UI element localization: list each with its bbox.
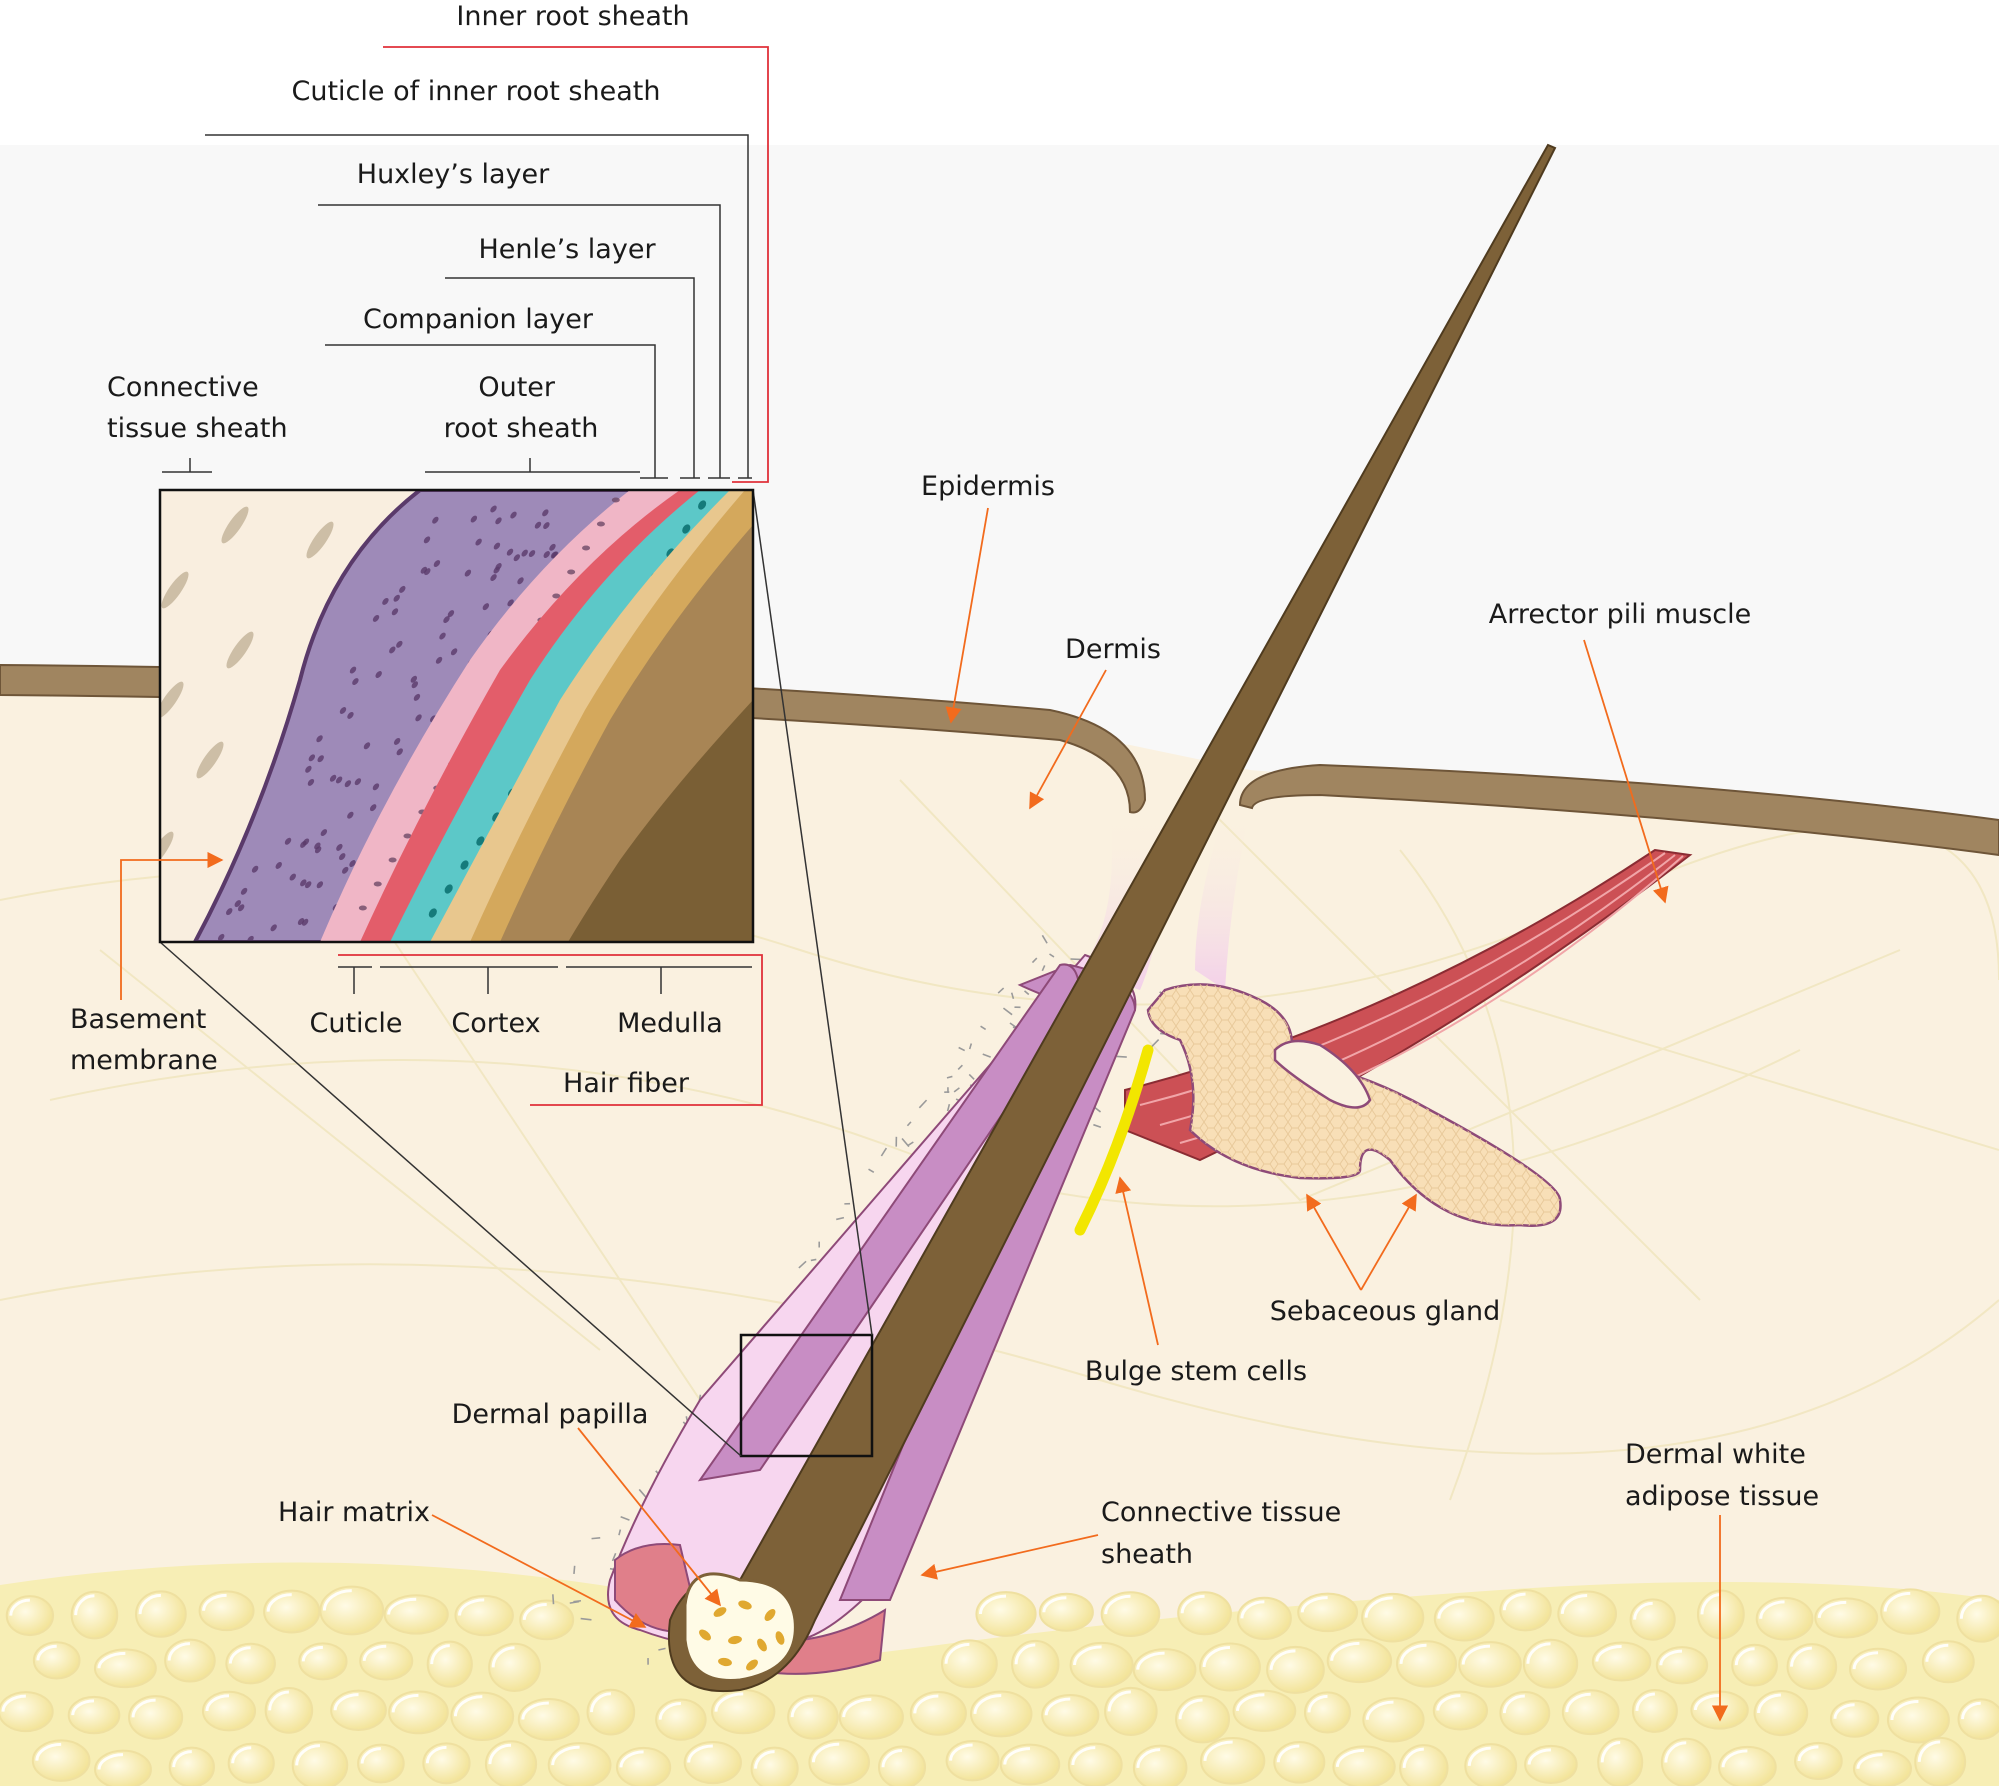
label-bulge-stem-cells: Bulge stem cells	[1085, 1356, 1307, 1387]
label-arrows	[120, 507, 1729, 1722]
label-outer-root-sheath: Outer root sheath	[444, 372, 599, 444]
label-cuticle: Cuticle	[309, 1008, 402, 1039]
label-companion-layer: Companion layer	[363, 304, 594, 335]
layer-leader-lines	[162, 134, 752, 994]
label-huxleys-layer: Huxley’s layer	[357, 159, 550, 190]
inset-magnified-layers	[158, 488, 755, 944]
label-epidermis: Epidermis	[921, 471, 1055, 502]
label-henles-layer: Henle’s layer	[478, 234, 656, 265]
sebaceous-gland	[1146, 983, 1562, 1227]
epidermis-layer-right	[1238, 763, 1999, 857]
label-connective-tissue-sheath-inset: Connective tissue sheath	[107, 372, 288, 444]
bulge-stem-cells	[1074, 1044, 1154, 1236]
label-dermal-white-adipose-tissue: Dermal white adipose tissue	[1625, 1439, 1819, 1512]
label-dermis: Dermis	[1065, 634, 1161, 665]
label-dermal-papilla: Dermal papilla	[452, 1399, 649, 1430]
label-inner-root-sheath: Inner root sheath	[456, 1, 689, 32]
zoom-region	[739, 1333, 874, 1458]
label-medulla: Medulla	[617, 1008, 723, 1039]
label-cortex: Cortex	[451, 1008, 540, 1039]
label-basement-membrane: Basement membrane	[70, 1004, 218, 1076]
label-cuticle-of-inner-root-sheath: Cuticle of inner root sheath	[292, 76, 661, 107]
label-hair-fiber: Hair fiber	[563, 1068, 690, 1099]
label-connective-tissue-sheath: Connective tissue sheath	[1101, 1497, 1350, 1570]
adipocytes	[0, 1585, 1999, 1786]
red-brackets	[338, 46, 769, 1106]
label-arrector-pili-muscle: Arrector pili muscle	[1489, 599, 1752, 630]
label-hair-matrix: Hair matrix	[278, 1497, 430, 1528]
dermal-papilla	[683, 1572, 797, 1682]
label-sebaceous-gland: Sebaceous gland	[1270, 1296, 1501, 1327]
